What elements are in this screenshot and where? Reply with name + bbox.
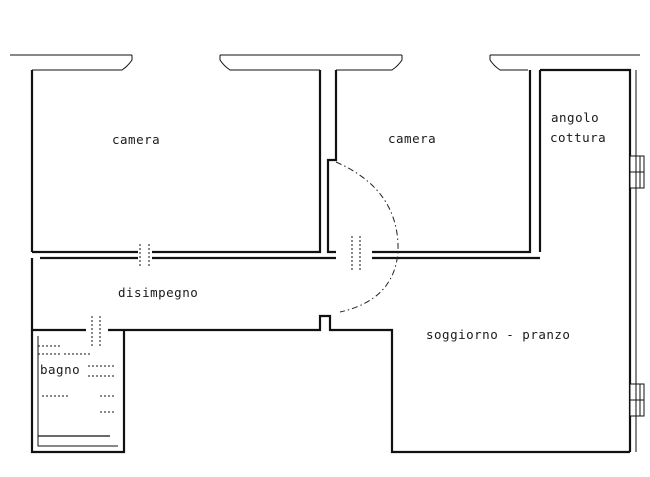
top-facade — [10, 54, 640, 71]
label-angolo: angolo — [551, 110, 599, 125]
label-bagno: bagno — [40, 362, 80, 377]
label-camera-right: camera — [388, 131, 436, 146]
camera-left-walls — [30, 70, 322, 254]
door-openings — [91, 236, 361, 346]
label-soggiorno-pranzo: soggiorno - pranzo — [426, 327, 570, 342]
door-swing-arc — [335, 161, 399, 313]
camera-right-walls — [326, 70, 542, 254]
bagno-walls — [30, 330, 126, 454]
label-disimpegno: disimpegno — [118, 285, 198, 300]
bagno-fixtures — [38, 345, 116, 437]
east-wall — [540, 68, 645, 452]
label-camera-left: camera — [112, 132, 160, 147]
label-cottura: cottura — [550, 130, 606, 145]
